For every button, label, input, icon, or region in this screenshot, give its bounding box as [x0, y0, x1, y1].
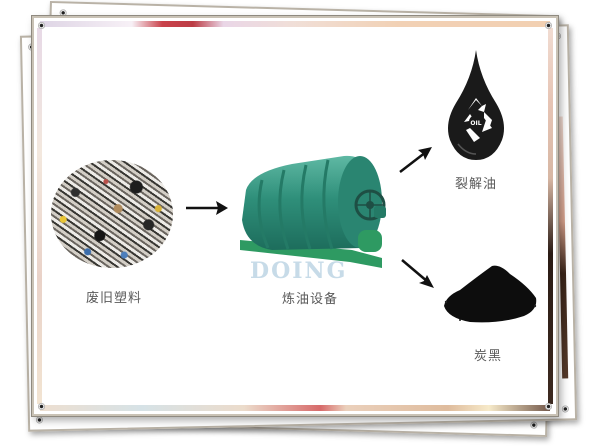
carbon-black-pile-image	[444, 265, 537, 323]
corner-pin-icon	[38, 22, 45, 29]
waste-plastic-label: 废旧塑料	[86, 291, 143, 306]
oil-drop-recycle-icon: OIL	[448, 50, 504, 160]
frame-right-strip	[548, 28, 553, 404]
refining-equipment-image	[240, 155, 386, 268]
waste-plastic-image	[51, 160, 173, 268]
cracked-oil-label: 裂解油	[455, 177, 498, 192]
frame-left-strip	[37, 28, 42, 404]
doing-watermark: DOING	[250, 258, 348, 284]
frame-bottom-strip	[40, 405, 550, 411]
corner-pin-icon	[545, 403, 552, 410]
carbon-black-label: 炭黑	[474, 349, 503, 364]
refining-equipment-label: 炼油设备	[282, 292, 339, 307]
arrow-down-right-icon	[401, 259, 434, 288]
svg-text:OIL: OIL	[470, 120, 481, 127]
arrow-right-icon	[186, 201, 228, 215]
corner-pin-icon	[38, 403, 45, 410]
corner-pin-icon	[545, 22, 552, 29]
frame-top-strip	[40, 21, 550, 27]
arrow-up-right-icon	[399, 147, 432, 173]
